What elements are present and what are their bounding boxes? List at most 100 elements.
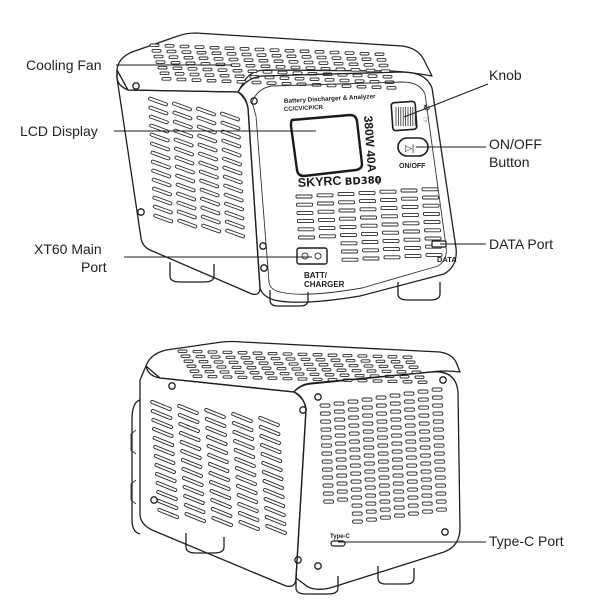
vent-slot xyxy=(221,138,242,149)
vent-slot xyxy=(346,56,357,61)
xt60-port[interactable] xyxy=(296,247,328,265)
vent-slot xyxy=(315,358,326,362)
vent-slot xyxy=(319,403,331,408)
vent-slot xyxy=(402,380,413,384)
vent-slot xyxy=(221,147,242,158)
knob[interactable] xyxy=(390,100,418,132)
vent-slot xyxy=(378,467,390,472)
vent-slot xyxy=(432,403,444,408)
screw xyxy=(250,97,258,105)
vent-slot xyxy=(331,56,342,60)
vent-slot xyxy=(417,380,428,384)
vent-slot xyxy=(317,209,335,214)
vent-slot xyxy=(362,421,374,426)
vent-slot xyxy=(312,353,323,357)
screw xyxy=(441,528,449,536)
vent-slot xyxy=(387,379,398,384)
vent-slot xyxy=(318,226,336,231)
vent-slot xyxy=(431,395,443,400)
vent-slot xyxy=(234,456,256,469)
vent-slot xyxy=(153,213,174,224)
vent-slot xyxy=(213,57,224,61)
vent-slot xyxy=(432,411,444,416)
vent-slot xyxy=(224,46,235,51)
vent-slot xyxy=(151,49,162,53)
vent-slot xyxy=(375,359,386,364)
vent-slot xyxy=(322,483,334,488)
vent-slot xyxy=(197,142,218,153)
vent-slot xyxy=(296,202,313,207)
front-vent-grid xyxy=(295,187,443,262)
vent-slot xyxy=(322,491,334,496)
vent-slot xyxy=(206,78,217,83)
vent-slot xyxy=(294,76,305,81)
foot xyxy=(295,574,339,595)
vent-slot xyxy=(183,493,205,506)
device-front-view: Battery Discharger & Analyzer CC/CV/CP/C… xyxy=(116,32,457,307)
vent-slot xyxy=(401,204,419,209)
vent-slot xyxy=(155,60,166,64)
vent-slot xyxy=(348,363,359,368)
vent-slot xyxy=(320,427,332,432)
vent-slot xyxy=(335,441,346,446)
vent-slot xyxy=(151,168,172,179)
vent-slot xyxy=(379,491,391,496)
vent-slot xyxy=(372,354,383,359)
screw xyxy=(439,376,447,384)
vent-slot xyxy=(197,133,218,144)
vent-slot xyxy=(400,188,418,193)
vent-slot xyxy=(153,54,164,59)
vent-slot xyxy=(421,501,433,506)
vent-slot xyxy=(404,254,422,259)
vent-slot xyxy=(265,523,287,536)
vent-slot xyxy=(230,63,241,67)
vent-slot xyxy=(152,426,174,439)
vent-slot xyxy=(228,360,239,365)
vent-slot xyxy=(365,68,376,73)
vent-slot xyxy=(432,419,444,424)
vent-slot xyxy=(260,442,282,455)
foot xyxy=(397,282,441,301)
vent-slot xyxy=(435,491,447,496)
vent-slot xyxy=(236,483,258,496)
vent-slot xyxy=(363,437,374,442)
vent-slot xyxy=(298,235,315,240)
vent-slot xyxy=(177,349,188,353)
vent-slot xyxy=(318,61,329,65)
vent-slot xyxy=(392,473,404,478)
vent-slot xyxy=(401,196,418,201)
vent-slot xyxy=(351,368,362,373)
vent-slot xyxy=(335,465,347,470)
vent-slot xyxy=(228,57,239,62)
vent-slot xyxy=(201,223,222,234)
vent-slot xyxy=(284,48,295,53)
vent-slot xyxy=(279,76,290,80)
vent-slot xyxy=(360,359,371,363)
vent-slot xyxy=(220,120,241,131)
vent-slot xyxy=(281,81,292,86)
vent-slot xyxy=(185,61,196,66)
vent-slot xyxy=(222,375,233,379)
vent-slot xyxy=(249,371,260,375)
vent-slot xyxy=(348,415,360,420)
vent-slot xyxy=(354,373,365,378)
vent-slot xyxy=(434,459,446,464)
vent-slot xyxy=(176,209,197,220)
vent-slot xyxy=(208,470,230,483)
vent-slot xyxy=(204,416,227,429)
vent-slot xyxy=(237,375,248,380)
vent-slot xyxy=(334,417,346,422)
vent-slot xyxy=(358,190,376,195)
vent-slot xyxy=(382,238,400,243)
vent-slot xyxy=(362,256,380,261)
vent-slot xyxy=(351,511,363,516)
vent-slot xyxy=(172,101,192,112)
vent-slot xyxy=(404,415,416,420)
vent-slot xyxy=(336,473,348,478)
vent-slot xyxy=(273,361,284,366)
side-vent-slots xyxy=(150,399,287,536)
vent-slot xyxy=(363,445,375,450)
vent-slot xyxy=(363,453,375,458)
label-xt60-main: XT60 Main xyxy=(34,241,102,257)
vent-slot xyxy=(352,73,363,78)
